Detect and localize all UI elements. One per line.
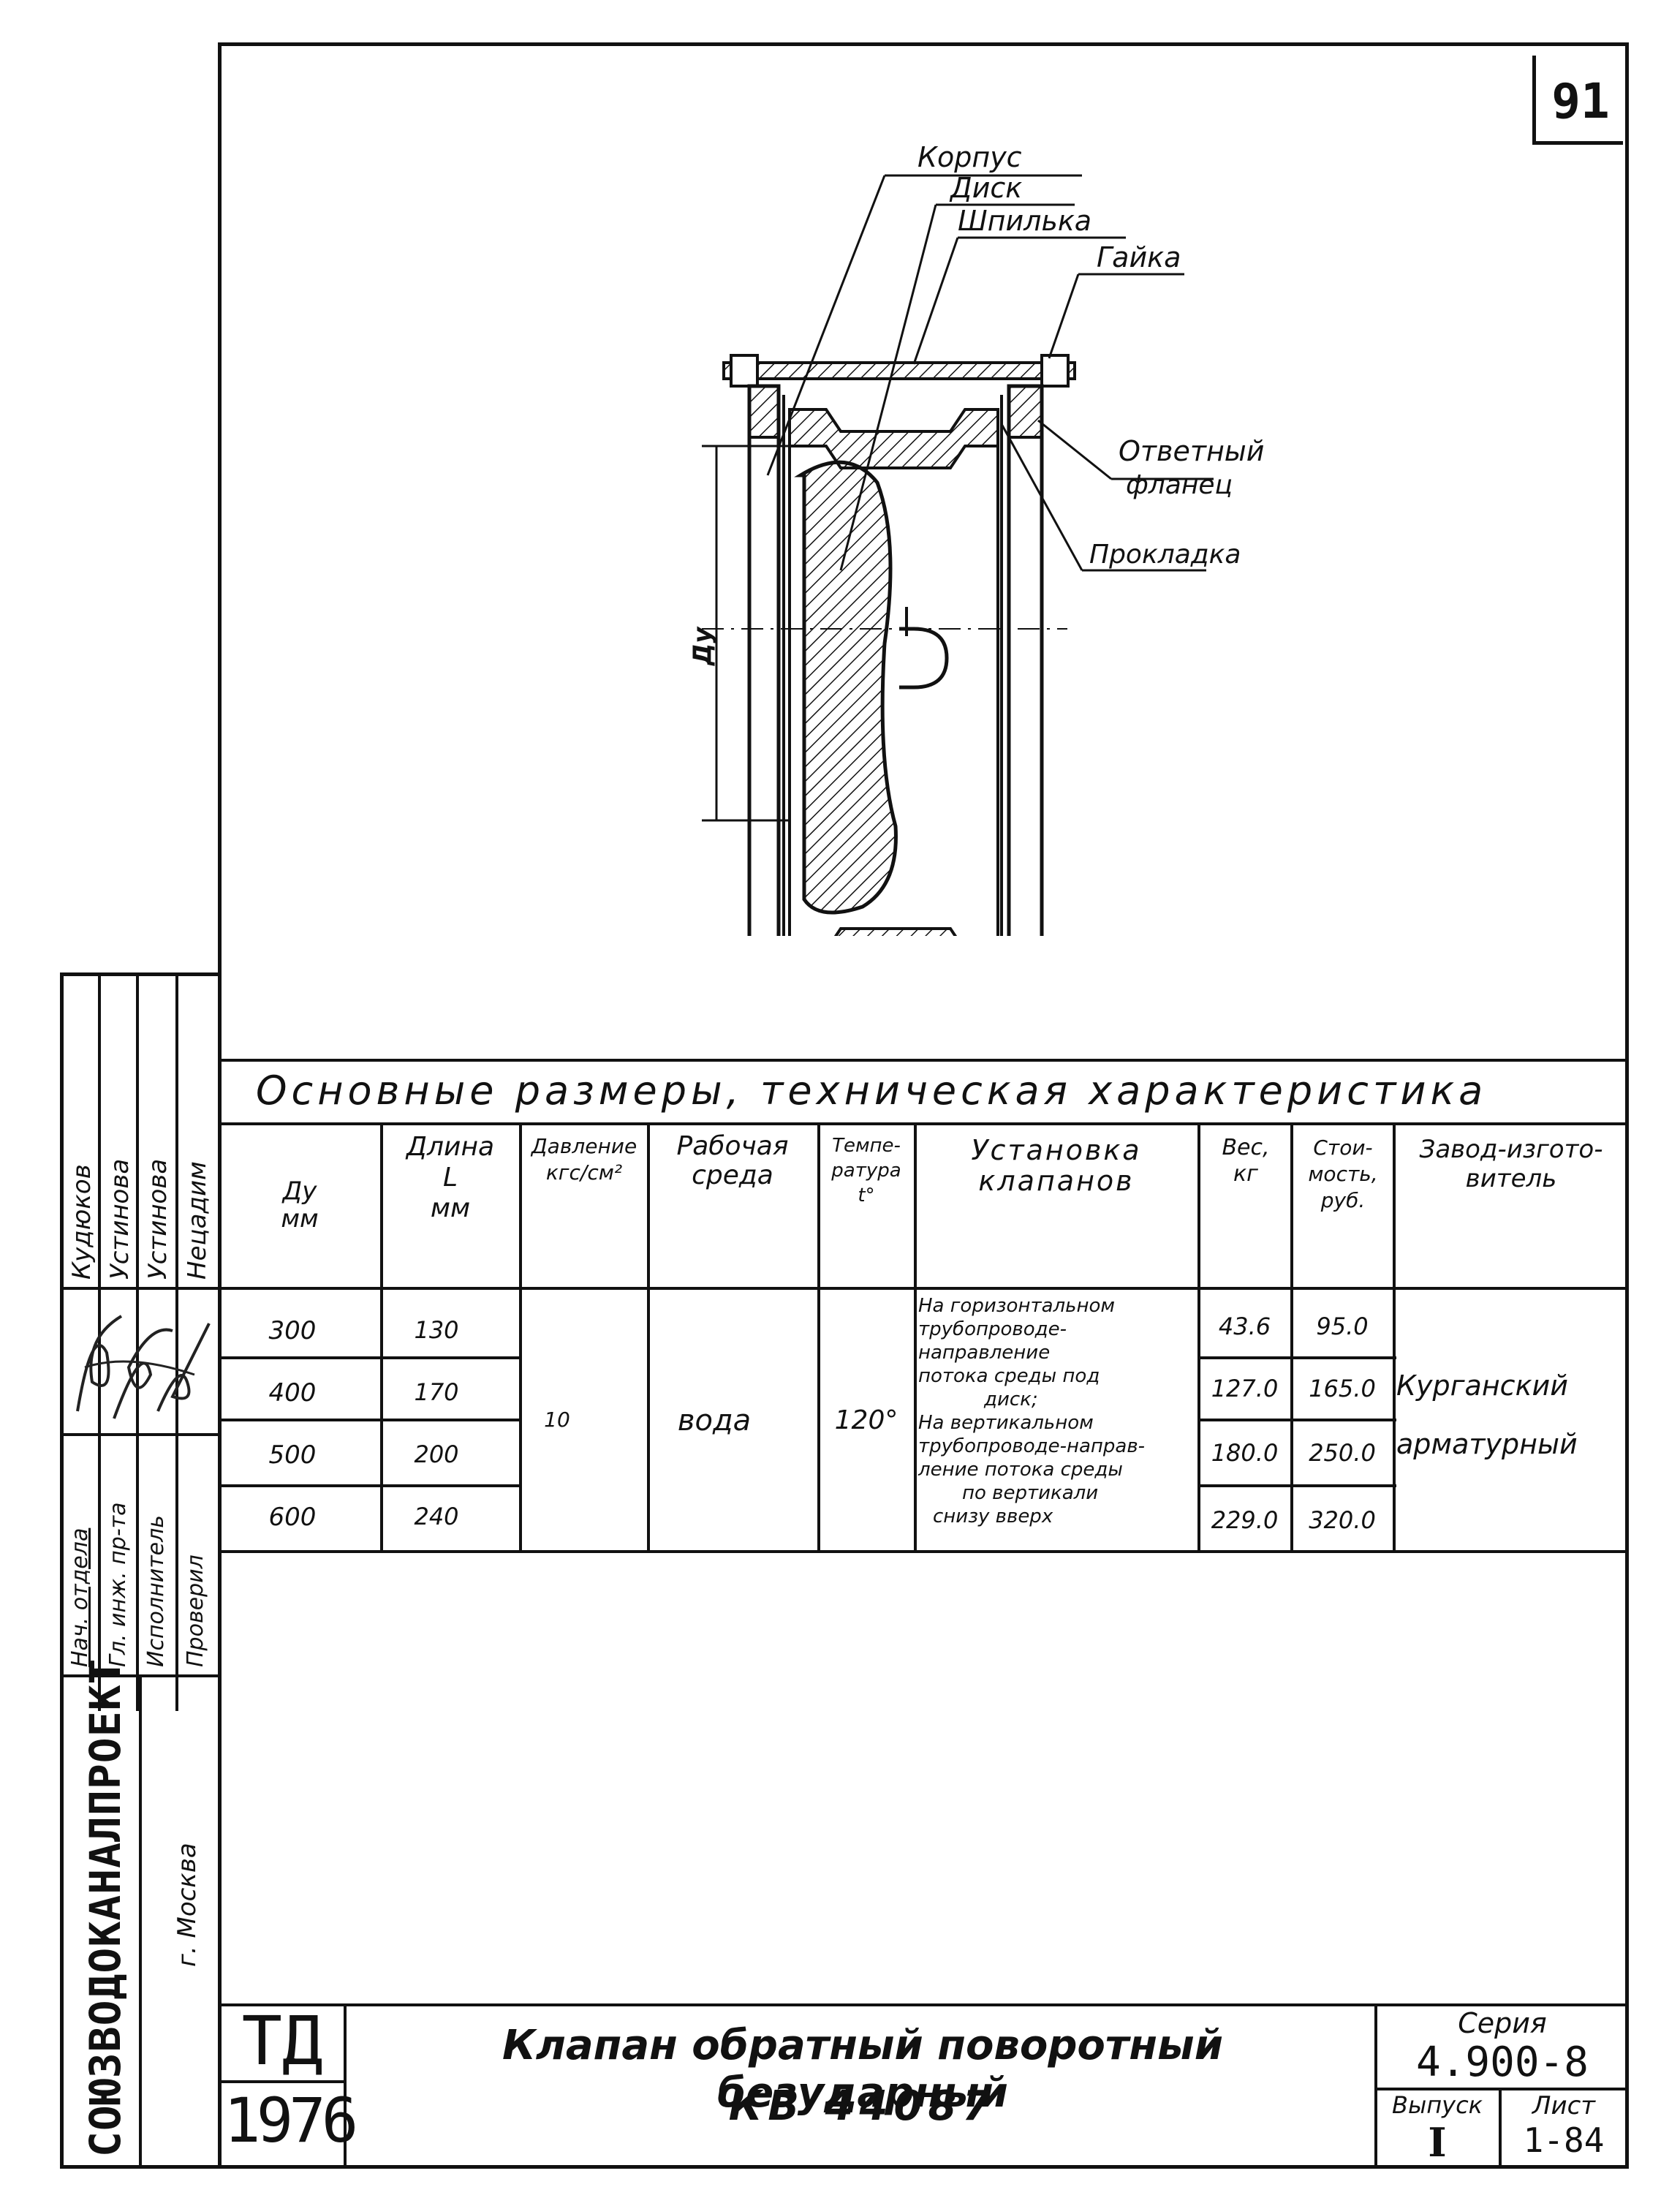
- row-2-cost: 250.0: [1309, 1439, 1376, 1467]
- label-disc: Диск: [949, 172, 1022, 204]
- dn-label: Ду: [688, 626, 717, 666]
- sheet-value: 1-84: [1523, 2120, 1605, 2160]
- stamp-name-4: Нецадим: [183, 1161, 212, 1280]
- row-1-weight: 127.0: [1211, 1375, 1279, 1402]
- stud: [722, 361, 1076, 380]
- label-gasket: Прокладка: [1089, 540, 1241, 570]
- title-block-top-line: [219, 2003, 1627, 2006]
- issue-label: Выпуск: [1392, 2091, 1483, 2119]
- table-title: Основные размеры, техническая характерис…: [256, 1068, 1488, 1114]
- left-flange: [747, 384, 781, 936]
- row-1-cost: 165.0: [1309, 1375, 1376, 1402]
- sheet-number: 91: [1551, 73, 1610, 129]
- stamp-city: г. Москва: [173, 1843, 202, 1967]
- row-1-length: 170: [414, 1378, 459, 1406]
- pressure-value: 10: [544, 1408, 570, 1432]
- valve-disc: [794, 460, 898, 915]
- row-3-cost: 320.0: [1309, 1506, 1376, 1534]
- temperature-value: 120°: [834, 1405, 898, 1435]
- label-stud: Шпилька: [958, 205, 1091, 237]
- valve-body: [788, 408, 999, 469]
- label-mating-flange-1: Ответный: [1119, 435, 1265, 467]
- header-manufacturer: Завод-изгото-витель: [1419, 1135, 1603, 1193]
- table-title-line: [219, 1122, 1627, 1125]
- row-2-dn: 500: [268, 1440, 317, 1470]
- stamp-role-1: Нач. отдела: [67, 1527, 93, 1667]
- row-0-length: 130: [414, 1316, 459, 1344]
- valve-drawing: Ду L Корпус Диск Шпилька Гайка Ответный …: [688, 141, 1265, 936]
- stamp-name-2: Устинова: [105, 1158, 135, 1280]
- row-3-dn: 600: [268, 1503, 317, 1532]
- row-2-length: 200: [414, 1440, 459, 1468]
- header-weight: Вес,кг: [1222, 1135, 1270, 1187]
- row-0-weight: 43.6: [1218, 1312, 1271, 1340]
- title-code: ТД: [241, 2002, 323, 2080]
- installation-text: На горизонтальном трубопроводе- направле…: [918, 1295, 1146, 1527]
- label-body: Корпус: [917, 141, 1022, 173]
- sheet-frame: [218, 42, 1629, 2169]
- stamp-role-2: Гл. инж. пр-та: [105, 1502, 131, 1667]
- sheet-label: Лист: [1532, 2091, 1596, 2120]
- issue-value: I: [1428, 2119, 1447, 2166]
- drawing-title-line-1: Клапан обратный поворотный безударный: [502, 2022, 1223, 2117]
- stamp-organization: СОЮЗВОДОКАНАЛПРОЕКТ: [80, 1658, 130, 2157]
- signatures: [76, 1315, 211, 1419]
- table-bottom-line: [219, 1550, 1627, 1553]
- row-1-dn: 400: [268, 1378, 317, 1408]
- header-cost: Стои-мость,руб.: [1308, 1136, 1378, 1212]
- stamp-role-3: Исполнитель: [143, 1515, 169, 1667]
- series-value: 4.900-8: [1415, 2039, 1589, 2086]
- header-bottom-line: [219, 1287, 1627, 1290]
- label-mating-flange-2: фланец: [1126, 470, 1233, 500]
- drawing-title-line-2: КВ 44087: [728, 2082, 997, 2130]
- title-year: 1976: [224, 2085, 358, 2156]
- row-0-cost: 95.0: [1316, 1312, 1369, 1340]
- medium-value: вода: [677, 1404, 752, 1438]
- sheet-number-box: [1532, 56, 1623, 145]
- stamp-role-4: Проверил: [183, 1555, 208, 1667]
- row-3-length: 240: [414, 1503, 459, 1530]
- stamp-name-1: Кудюков: [67, 1164, 97, 1280]
- row-2-weight: 180.0: [1211, 1439, 1279, 1467]
- label-nut: Гайка: [1097, 241, 1181, 273]
- table-top-line: [219, 1059, 1627, 1062]
- stamp-name-3: Устинова: [143, 1158, 173, 1280]
- series-label: Серия: [1458, 2007, 1547, 2039]
- row-3-weight: 229.0: [1211, 1506, 1279, 1534]
- row-0-dn: 300: [268, 1316, 317, 1345]
- manufacturer-value: Курганский арматурный: [1396, 1370, 1578, 1460]
